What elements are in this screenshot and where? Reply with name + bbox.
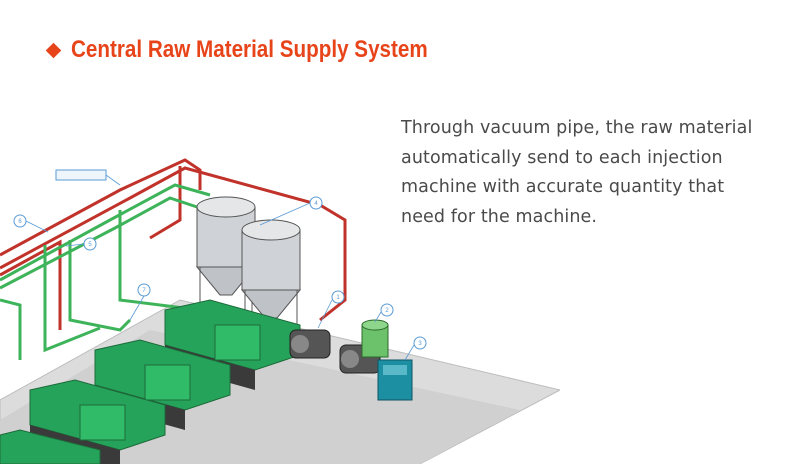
callout-label: 2 xyxy=(385,308,389,314)
callout-label: 5 xyxy=(88,242,92,248)
callout-label: 3 xyxy=(418,341,422,347)
dust-collector xyxy=(377,359,413,401)
silo-right xyxy=(240,219,302,340)
callout-label: 4 xyxy=(314,201,318,207)
description-line: need for the machine. xyxy=(401,206,598,227)
description-line: Through vacuum pipe, the raw material xyxy=(401,118,753,138)
callout-1 xyxy=(331,290,345,304)
description-line: machine with accurate quantity that xyxy=(401,177,725,197)
system-label-tag xyxy=(55,169,107,181)
description-line: automatically send to each injection xyxy=(401,147,723,168)
green-material-pipes xyxy=(0,183,211,360)
section-title: Central Raw Material Supply System xyxy=(71,36,428,63)
callout-2 xyxy=(380,303,394,317)
callout-3 xyxy=(413,336,427,350)
central-filter xyxy=(361,319,389,358)
section-header: Central Raw Material Supply System xyxy=(44,36,486,64)
callout-label: 6 xyxy=(18,219,22,225)
callout-leaders xyxy=(25,174,415,361)
injection-machine-3 xyxy=(29,379,166,464)
description-text: Through vacuum pipe, the raw material au… xyxy=(401,114,761,232)
supply-system-illustration: 6 5 4 7 1 2 3 xyxy=(0,158,560,464)
diamond-bullet-icon xyxy=(45,42,62,58)
callout-label: 7 xyxy=(142,288,146,294)
injection-machine-4 xyxy=(0,429,101,464)
callout-label: 1 xyxy=(336,295,340,301)
